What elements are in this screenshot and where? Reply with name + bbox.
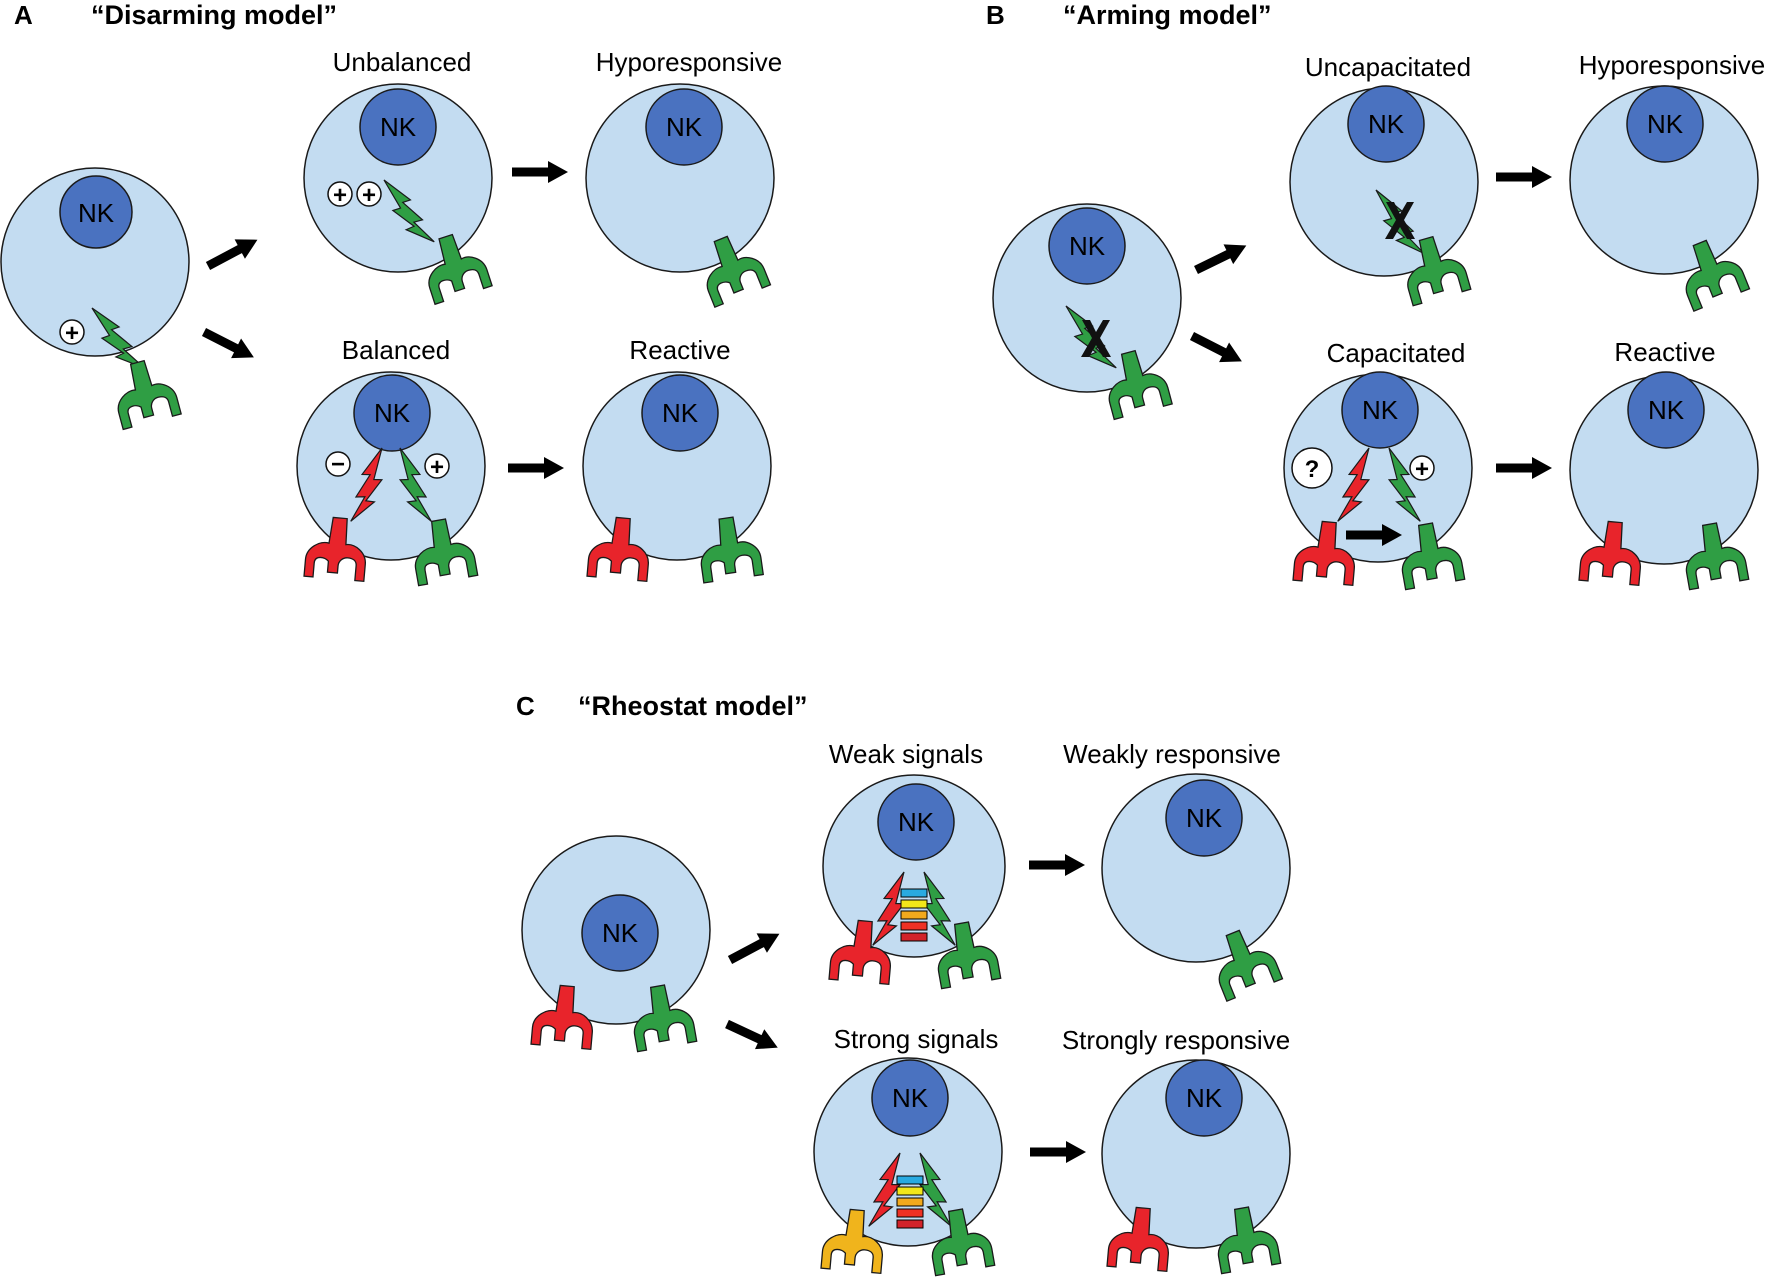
nk-label: NK [374, 398, 411, 428]
nucleus [641, 374, 719, 452]
nk-cell: NK − + [296, 371, 486, 587]
arrow-icon [1496, 457, 1552, 479]
panel-c: C “Rheostat model” NK Weak signals NK We… [516, 691, 1291, 1277]
arrow-icon [1029, 854, 1085, 876]
state-label: Hyporesponsive [1579, 50, 1765, 80]
state-label: Uncapacitated [1305, 52, 1471, 82]
nk-label: NK [1362, 395, 1399, 425]
circled-question-icon: ? [1291, 447, 1333, 489]
svg-text:+: + [333, 182, 347, 209]
nk-label: NK [666, 112, 703, 142]
signal-strength-bars-icon [896, 1175, 924, 1229]
state-label: Strong signals [834, 1024, 999, 1054]
circled-minus-icon: − [325, 451, 351, 478]
circled-plus-icon: + [327, 181, 353, 209]
nk-cell: NK + [0, 167, 190, 431]
state-label: Balanced [342, 335, 450, 365]
nk-cell: NK [1569, 85, 1759, 312]
nucleus [359, 88, 437, 166]
state-label: Reactive [1614, 337, 1715, 367]
panel-b-letter: B [986, 0, 1005, 30]
nucleus [1627, 371, 1705, 449]
nucleus [1165, 779, 1243, 857]
panel-c-title: “Rheostat model” [578, 691, 808, 721]
activating-receptor-icon [106, 354, 182, 431]
nk-label: NK [380, 112, 417, 142]
nucleus [581, 894, 659, 972]
circled-plus-icon: + [1409, 455, 1435, 483]
nk-label: NK [662, 398, 699, 428]
nk-cell: NK + + [303, 83, 493, 305]
arrow-icon [1030, 1141, 1086, 1163]
circled-plus-icon: + [59, 319, 85, 347]
nucleus [1626, 85, 1704, 163]
nk-label: NK [602, 918, 639, 948]
nk-cell: NK [1569, 371, 1759, 591]
state-label: Capacitated [1327, 338, 1466, 368]
nk-cell: NK [582, 371, 772, 584]
circled-plus-icon: + [356, 181, 382, 209]
nk-cell: NK [813, 1057, 1003, 1277]
signal-strength-bars-icon [900, 888, 928, 942]
state-label: Weak signals [829, 739, 983, 769]
arrow-icon [512, 161, 568, 183]
panel-a-title: “Disarming model” [91, 0, 337, 30]
panel-b-title: “Arming model” [1063, 0, 1272, 30]
state-label: Unbalanced [333, 47, 472, 77]
nk-label: NK [1648, 395, 1685, 425]
nk-cell: NK [822, 774, 1006, 990]
nucleus [1048, 207, 1126, 285]
nucleus [645, 88, 723, 166]
nk-label: NK [1368, 109, 1405, 139]
state-label: Hyporesponsive [596, 47, 782, 77]
nk-cell: NK [1101, 773, 1291, 1002]
svg-text:?: ? [1305, 456, 1320, 483]
svg-text:−: − [331, 451, 345, 478]
arrow-icon [722, 1014, 783, 1058]
nk-label: NK [892, 1083, 929, 1113]
panel-b: B “Arming model” NK Uncapacitated NK Hyp… [986, 0, 1765, 591]
panel-a-letter: A [14, 0, 33, 30]
arrow-icon [1496, 166, 1552, 188]
arrow-icon [1191, 235, 1252, 280]
nucleus [871, 1059, 949, 1137]
arrow-icon [202, 229, 263, 276]
panel-a: A “Disarming model” NK + Unbalanced NK + [0, 0, 782, 587]
state-label: Reactive [629, 335, 730, 365]
state-label: Strongly responsive [1062, 1025, 1290, 1055]
nk-cell: NK ? + [1283, 371, 1473, 591]
svg-text:+: + [430, 454, 444, 481]
nk-label: NK [898, 807, 935, 837]
nucleus [877, 783, 955, 861]
nk-label: NK [1186, 1083, 1223, 1113]
nucleus [1165, 1059, 1243, 1137]
arrow-icon [199, 322, 259, 368]
arrow-icon [508, 457, 564, 479]
circled-plus-icon: + [424, 453, 450, 481]
nk-cell: NK [585, 83, 775, 308]
nucleus [1341, 371, 1419, 449]
svg-text:+: + [65, 320, 79, 347]
svg-text:+: + [1415, 456, 1429, 483]
nucleus [59, 175, 133, 249]
nk-cell: NK [1101, 1059, 1291, 1275]
nucleus [1347, 85, 1425, 163]
nk-cell: NK [521, 835, 711, 1053]
nk-label: NK [1647, 109, 1684, 139]
nk-label: NK [1186, 803, 1223, 833]
panel-c-letter: C [516, 691, 535, 721]
nucleus [353, 374, 431, 452]
arrow-icon [1187, 326, 1247, 372]
nk-label: NK [78, 198, 115, 228]
svg-text:+: + [362, 182, 376, 209]
arrow-icon [724, 923, 785, 970]
nk-label: NK [1069, 231, 1106, 261]
state-label: Weakly responsive [1063, 739, 1281, 769]
nk-cell: NK [1289, 85, 1479, 307]
nk-cell: NK [992, 203, 1182, 421]
